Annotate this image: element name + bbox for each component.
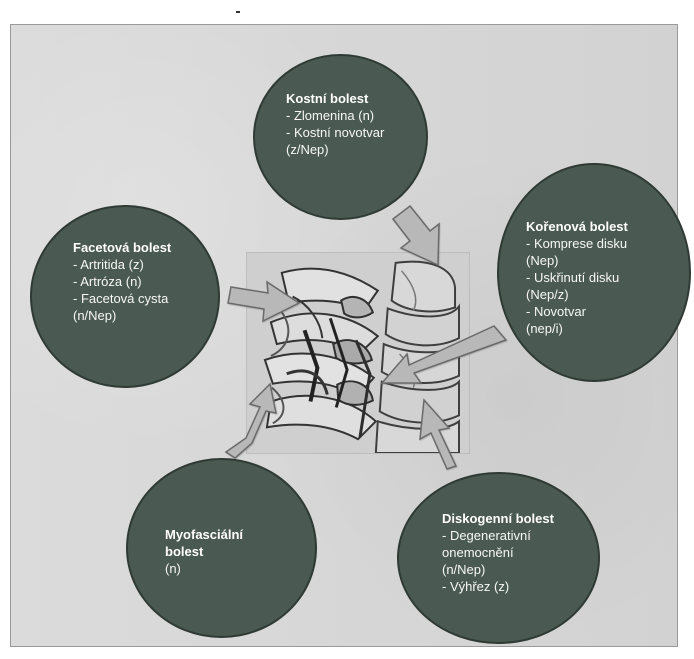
node-facetova-bolest: Facetová bolest - Artritida (z) - Artróz… [30, 205, 220, 388]
node-line: (n/Nep) [442, 561, 554, 578]
node-line: (Nep/z) [526, 286, 628, 303]
node-line: - Komprese disku [526, 235, 628, 252]
node-myofascialni-bolest: Myofasciální bolest (n) [126, 458, 317, 638]
node-title-line-2: bolest [165, 543, 243, 560]
node-line: - Kostní novotvar [286, 124, 384, 141]
node-title: Kořenová bolest [526, 218, 628, 235]
node-diskogenni-content: Diskogenní bolest - Degenerativní onemoc… [442, 510, 554, 595]
node-title: Kostní bolest [286, 90, 384, 107]
node-line: - Degenerativní [442, 527, 554, 544]
node-line: - Artritida (z) [73, 256, 171, 273]
node-title: Diskogenní bolest [442, 510, 554, 527]
node-title: Facetová bolest [73, 239, 171, 256]
node-line: (Nep) [526, 252, 628, 269]
node-line: - Artróza (n) [73, 273, 171, 290]
node-line: (nep/i) [526, 320, 628, 337]
node-line: (n/Nep) [73, 307, 171, 324]
node-line: (z/Nep) [286, 141, 384, 158]
node-line: - Uskřinutí disku [526, 269, 628, 286]
node-line: (n) [165, 560, 243, 577]
node-line: - Zlomenina (n) [286, 107, 384, 124]
node-facetova-content: Facetová bolest - Artritida (z) - Artróz… [73, 239, 171, 324]
top-mark [236, 11, 240, 13]
node-kostni-content: Kostní bolest - Zlomenina (n) - Kostní n… [286, 90, 384, 158]
node-korenova-content: Kořenová bolest - Komprese disku (Nep) -… [526, 218, 628, 337]
node-title: Myofasciální [165, 526, 243, 543]
spine-drawing [247, 253, 469, 453]
node-line: - Facetová cysta [73, 290, 171, 307]
node-line: onemocnění [442, 544, 554, 561]
node-diskogenni-bolest: Diskogenní bolest - Degenerativní onemoc… [397, 472, 600, 644]
node-line: - Výhřez (z) [442, 578, 554, 595]
node-korenova-bolest: Kořenová bolest - Komprese disku (Nep) -… [497, 163, 691, 382]
node-myofascial-content: Myofasciální bolest (n) [165, 526, 243, 577]
spine-illustration [246, 252, 470, 454]
node-line: - Novotvar [526, 303, 628, 320]
node-kostni-bolest: Kostní bolest - Zlomenina (n) - Kostní n… [253, 54, 428, 220]
